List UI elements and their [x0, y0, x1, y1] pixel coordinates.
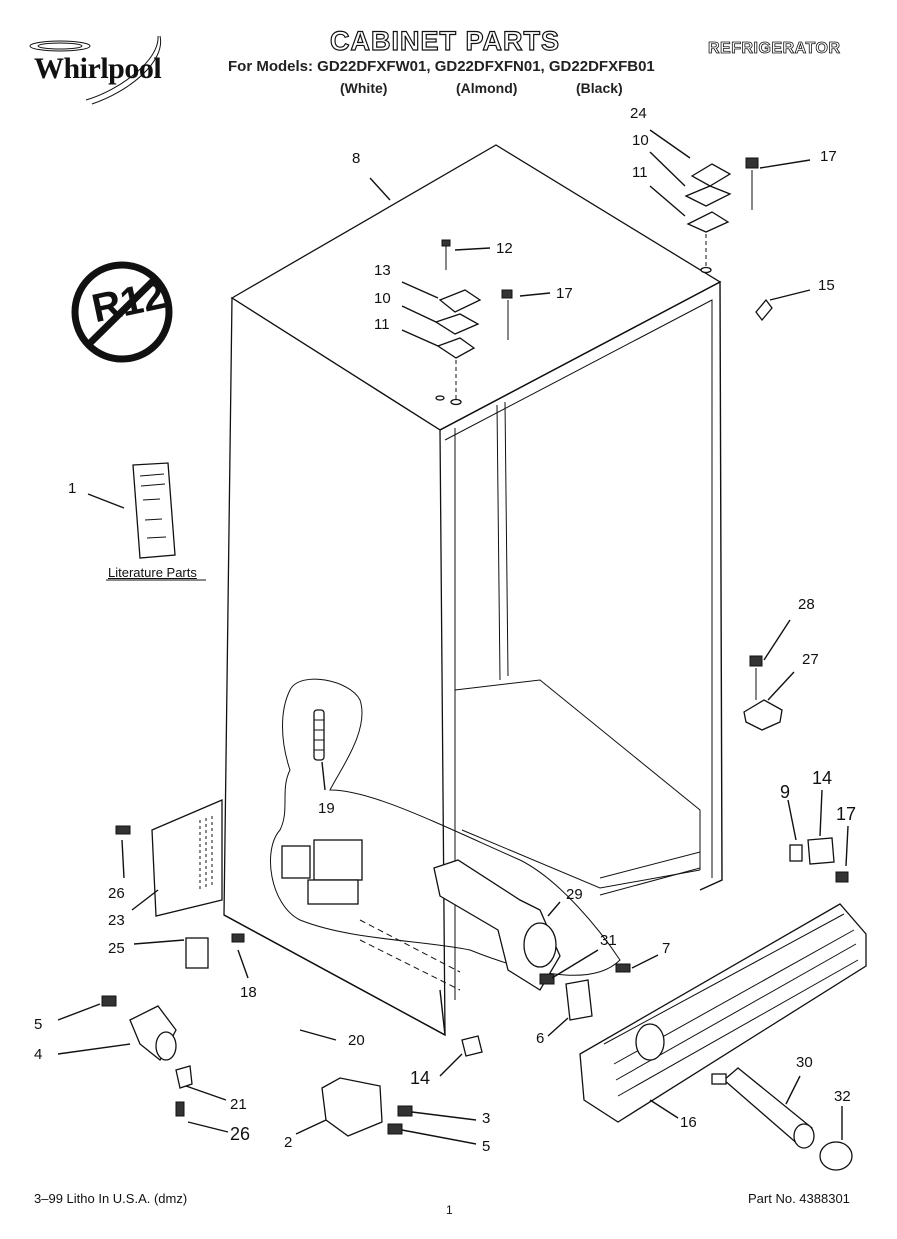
screw — [231, 933, 245, 943]
part-number: Part No. 4388301 — [748, 1191, 850, 1206]
callout-31: 31 — [600, 932, 617, 949]
callout-15: 15 — [818, 277, 835, 294]
screw-7 — [615, 963, 631, 973]
model-list: For Models: GD22DFXFW01, GD22DFXFN01, GD… — [228, 58, 655, 75]
callout-14: 14 — [410, 1068, 431, 1088]
callout-16: 16 — [680, 1114, 697, 1131]
top-left-hinge-assembly — [434, 239, 513, 406]
water-valve-bracket — [433, 859, 561, 991]
callout-10: 10 — [374, 290, 391, 307]
page-title: CABINET PARTS — [329, 25, 561, 56]
callout-12: 12 — [496, 240, 513, 257]
leveling-bracket-right — [789, 837, 849, 883]
lower-hinge-bracket — [743, 655, 783, 731]
top-right-hinge-assembly — [684, 157, 759, 274]
leveling-bracket-left — [461, 1035, 483, 1057]
page-number: 1 — [446, 1203, 453, 1217]
callout-27: 27 — [802, 651, 819, 668]
whirlpool-logo-swoosh — [29, 35, 162, 105]
callout-11: 11 — [632, 164, 648, 181]
callout-18: 18 — [240, 984, 257, 1001]
brand-logo: Whirlpool — [34, 52, 162, 85]
callout-26: 26 — [230, 1124, 251, 1144]
callout-8: 8 — [352, 150, 361, 167]
r12-prohibited-icon — [71, 261, 173, 363]
callout-28: 28 — [798, 596, 815, 613]
rear-access-panel — [115, 799, 223, 917]
tube-clip — [175, 1065, 193, 1089]
screw-26 — [175, 1101, 185, 1117]
callout-11: 11 — [374, 316, 390, 333]
callout-6: 6 — [536, 1030, 545, 1047]
callout-24: 24 — [630, 105, 647, 122]
callout-13: 13 — [374, 262, 391, 279]
roller-assembly-left — [101, 995, 177, 1061]
drain-tube — [313, 709, 325, 761]
callout-4: 4 — [34, 1046, 43, 1063]
callout-26: 26 — [108, 885, 125, 902]
callout-23: 23 — [108, 912, 125, 929]
callout-3: 3 — [482, 1110, 491, 1127]
callout-30: 30 — [796, 1054, 813, 1071]
callout-14: 14 — [812, 768, 833, 788]
callout-5: 5 — [34, 1016, 43, 1033]
callout-25: 25 — [108, 940, 125, 957]
color-almond-label: (Almond) — [456, 80, 518, 96]
callout-21: 21 — [230, 1096, 247, 1113]
callout-29: 29 — [566, 886, 583, 903]
literature-booklet — [106, 462, 206, 581]
print-info: 3–99 Litho In U.S.A. (dmz) — [34, 1191, 188, 1206]
callout-7: 7 — [662, 940, 671, 957]
callout-17: 17 — [836, 804, 857, 824]
color-black-label: (Black) — [576, 80, 623, 96]
filter-cap — [819, 1141, 853, 1171]
callout-1: 1 — [68, 480, 77, 497]
cord-clamp — [185, 937, 209, 969]
callout-5: 5 — [482, 1138, 491, 1155]
door-stop-clip — [755, 298, 773, 322]
color-white-label: (White) — [340, 80, 388, 96]
product-category: REFRIGERATOR — [708, 40, 841, 58]
callout-32: 32 — [834, 1088, 851, 1105]
callout-19: 19 — [318, 800, 335, 817]
callout-9: 9 — [780, 782, 791, 802]
water-filter-cartridge — [711, 1067, 815, 1149]
callout-20: 20 — [348, 1032, 365, 1049]
leader-lines — [57, 129, 849, 1145]
refrigerator-cabinet — [223, 144, 723, 1037]
callout-2: 2 — [284, 1134, 293, 1151]
roller-assembly-front — [321, 1077, 413, 1137]
grille-clip — [565, 979, 593, 1021]
callout-17: 17 — [556, 285, 573, 302]
callout-17: 17 — [820, 148, 837, 165]
toe-grille — [579, 903, 867, 1123]
callout-10: 10 — [632, 132, 649, 149]
literature-parts-label: Literature Parts — [108, 565, 197, 580]
